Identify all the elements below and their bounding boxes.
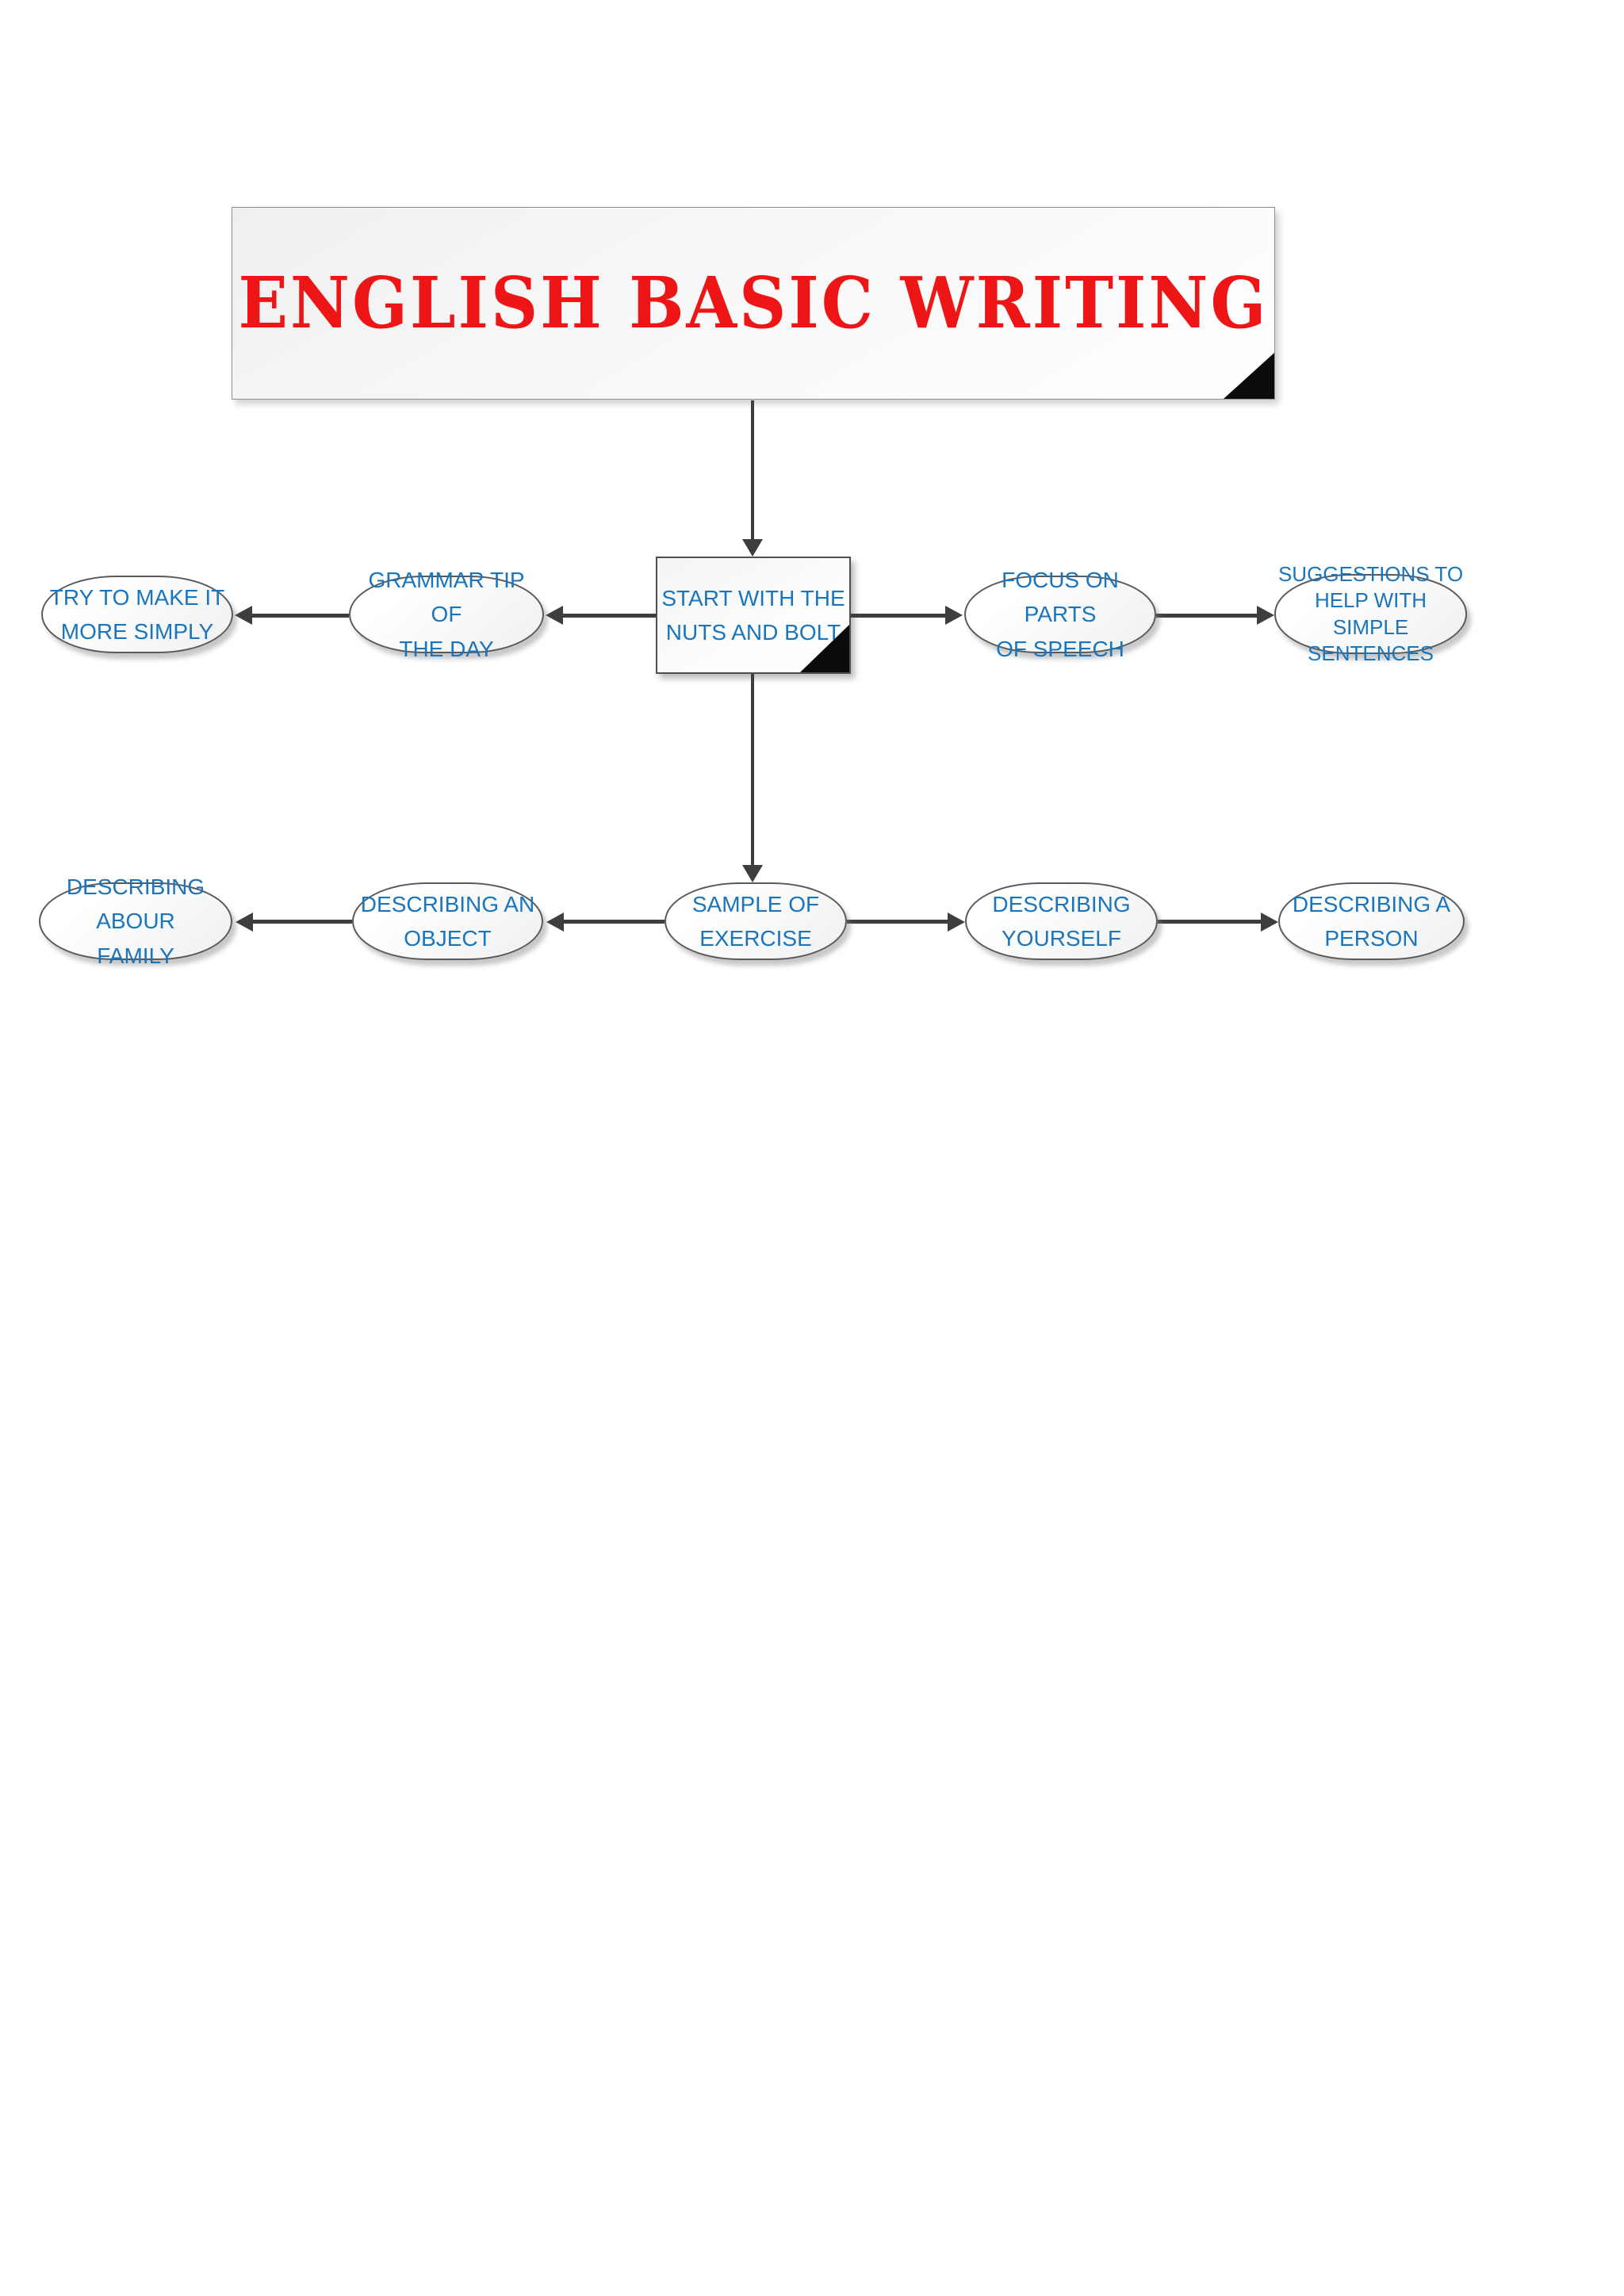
node-focus-on-parts-of-speech: FOCUS ON PARTS OF SPEECH [964,568,1156,661]
node-describing-a-person: DESCRIBING A PERSON [1278,882,1465,960]
arrow-head-icon [546,913,564,932]
node-describing-an-object: DESCRIBING AN OBJECT [352,882,543,960]
arrow-head-icon [742,865,763,882]
arrow-head-icon [1261,913,1278,932]
arrow-line [851,614,945,618]
arrow-head-icon [742,539,763,557]
node-label: DESCRIBING YOURSELF [992,891,1131,951]
node-start-with-the-nuts-and-bolt: START WITH THE NUTS AND BOLT [656,557,851,674]
arrow-head-icon [546,606,563,625]
arrow-head-icon [235,606,252,625]
arrow-head-icon [236,913,253,932]
arrow-head-icon [948,913,965,932]
node-describing-yourself: DESCRIBING YOURSELF [965,882,1158,960]
node-label: GRAMMAR TIP OF THE DAY [368,567,525,661]
node-describing-abour-family: DESCRIBING ABOUR FAMILY [39,874,232,968]
arrow-line [252,614,349,618]
arrow-line [847,920,948,924]
node-suggestions-simple-sentences: SUGGESTIONS TO HELP WITH SIMPLE SENTENCE… [1274,562,1467,665]
arrow-line [1156,614,1257,618]
node-label: DESCRIBING A PERSON [1292,891,1451,951]
node-sample-of-exercise: SAMPLE OF EXERCISE [665,882,847,960]
title-text: ENGLISH BASIC WRITING [238,262,1269,345]
node-label: SAMPLE OF EXERCISE [691,891,820,951]
arrow-line [563,614,656,618]
arrow-line [1158,920,1261,924]
node-label: DESCRIBING AN OBJECT [360,891,535,951]
arrow-head-icon [1257,606,1274,625]
node-label: TRY TO MAKE IT MORE SIMPLY [49,584,225,644]
node-grammar-tip-of-the-day: GRAMMAR TIP OF THE DAY [349,568,544,661]
node-label: START WITH THE NUTS AND BOLT [661,585,845,645]
arrow-line [564,920,665,924]
arrow-line [751,400,754,541]
node-label: SUGGESTIONS TO HELP WITH SIMPLE SENTENCE… [1277,561,1464,665]
node-label: DESCRIBING ABOUR FAMILY [66,874,205,968]
node-label: FOCUS ON PARTS OF SPEECH [996,567,1124,661]
arrow-line [751,674,754,866]
node-try-to-make-it-more-simply: TRY TO MAKE IT MORE SIMPLY [41,576,233,653]
title-node: ENGLISH BASIC WRITING [232,207,1275,400]
arrow-head-icon [945,606,963,625]
arrow-line [253,920,352,924]
folded-corner-icon [1224,353,1274,399]
